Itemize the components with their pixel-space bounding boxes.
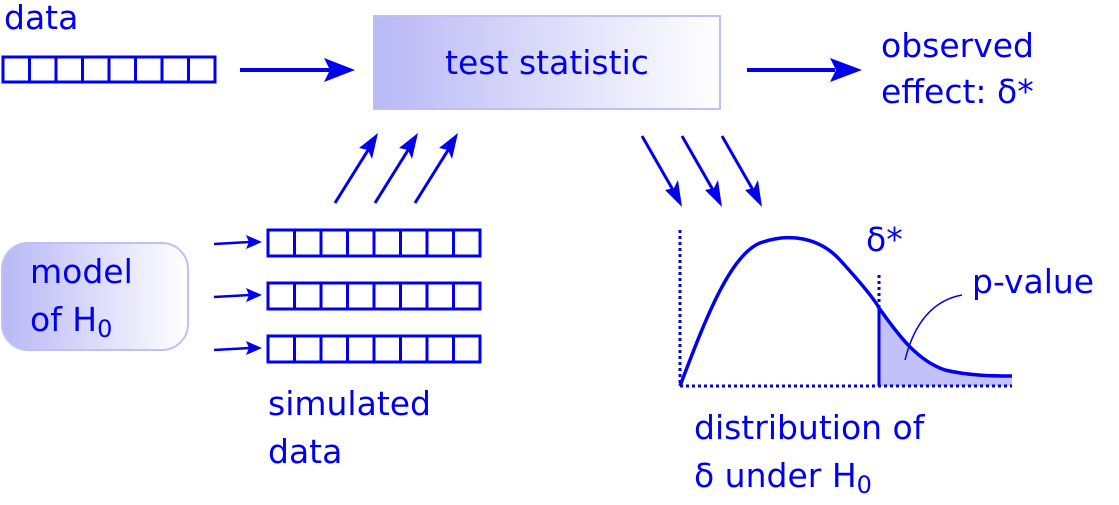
- array-cell: [160, 55, 190, 84]
- array-cell: [319, 334, 349, 364]
- observed-label-line1: observed: [881, 26, 1034, 65]
- array-cell: [293, 281, 323, 311]
- test-statistic-box: [373, 15, 721, 110]
- density-curve: [678, 235, 1013, 387]
- array-cell: [425, 281, 455, 311]
- small-arrow-line: [213, 346, 251, 352]
- array-cell: [372, 334, 402, 364]
- model-label-h: of H: [30, 300, 98, 339]
- model-label-line2: of H0: [30, 300, 112, 349]
- array-cell: [346, 228, 376, 258]
- small-arrow-head: [246, 288, 262, 302]
- array-cell: [266, 334, 296, 364]
- array-cell: [28, 55, 58, 84]
- array-cell: [107, 55, 137, 84]
- p-value-label: p-value: [972, 262, 1095, 301]
- test-statistic-label: test statistic: [445, 43, 649, 82]
- model-label-subscript: 0: [97, 315, 113, 343]
- array-cell: [425, 228, 455, 258]
- array-cell: [425, 334, 455, 364]
- array-cell: [399, 281, 429, 311]
- array-cell: [319, 281, 349, 311]
- p-value-pointer: [904, 294, 963, 361]
- simulated-row: [213, 281, 482, 311]
- array-cell: [452, 281, 482, 311]
- distribution-label-line2: δ under H0: [694, 456, 872, 505]
- array-cell: [372, 228, 402, 258]
- model-label-line1: model: [30, 252, 133, 291]
- small-arrow-head: [246, 341, 262, 355]
- distribution-label-line1: distribution of: [694, 408, 925, 447]
- array-cell: [372, 281, 402, 311]
- model-box: [1, 242, 189, 351]
- distribution-label-subscript: 0: [856, 471, 872, 499]
- distribution-label-h: δ under H: [694, 456, 857, 495]
- array-cell: [293, 334, 323, 364]
- array-cell: [452, 334, 482, 364]
- arrow-data-to-statistic: [240, 58, 355, 82]
- arrow-statistic-to-observed: [747, 58, 862, 82]
- array-cell: [452, 228, 482, 258]
- array-cell: [81, 55, 111, 84]
- simulated-row: [213, 228, 482, 258]
- array-cell: [134, 55, 164, 84]
- array-cell: [266, 281, 296, 311]
- simulated-label-line2: data: [268, 432, 343, 471]
- small-arrow-head: [246, 235, 262, 249]
- small-arrow-line: [213, 293, 251, 299]
- simulated-data-arrays: [213, 228, 482, 364]
- array-cell: [399, 334, 429, 364]
- array-cell: [293, 228, 323, 258]
- observed-label-line2: effect: δ*: [881, 72, 1034, 111]
- array-cell: [266, 228, 296, 258]
- simulated-label-line1: simulated: [268, 384, 432, 423]
- array-cell: [319, 228, 349, 258]
- data-label: data: [4, 0, 79, 37]
- arrows-statistic-to-distribution: [640, 135, 762, 207]
- array-cell: [54, 55, 84, 84]
- arrows-simulated-to-statistic: [333, 133, 458, 204]
- simulated-row: [213, 334, 482, 364]
- distribution-plot: [678, 230, 1013, 388]
- array-cell: [346, 281, 376, 311]
- data-array: [1, 55, 217, 84]
- array-cell: [1, 55, 31, 84]
- array-cell: [187, 55, 217, 84]
- array-cell: [346, 334, 376, 364]
- array-cell: [399, 228, 429, 258]
- p-value-area: [879, 308, 1012, 386]
- small-arrow-line: [213, 240, 251, 246]
- delta-star-label: δ*: [866, 220, 903, 259]
